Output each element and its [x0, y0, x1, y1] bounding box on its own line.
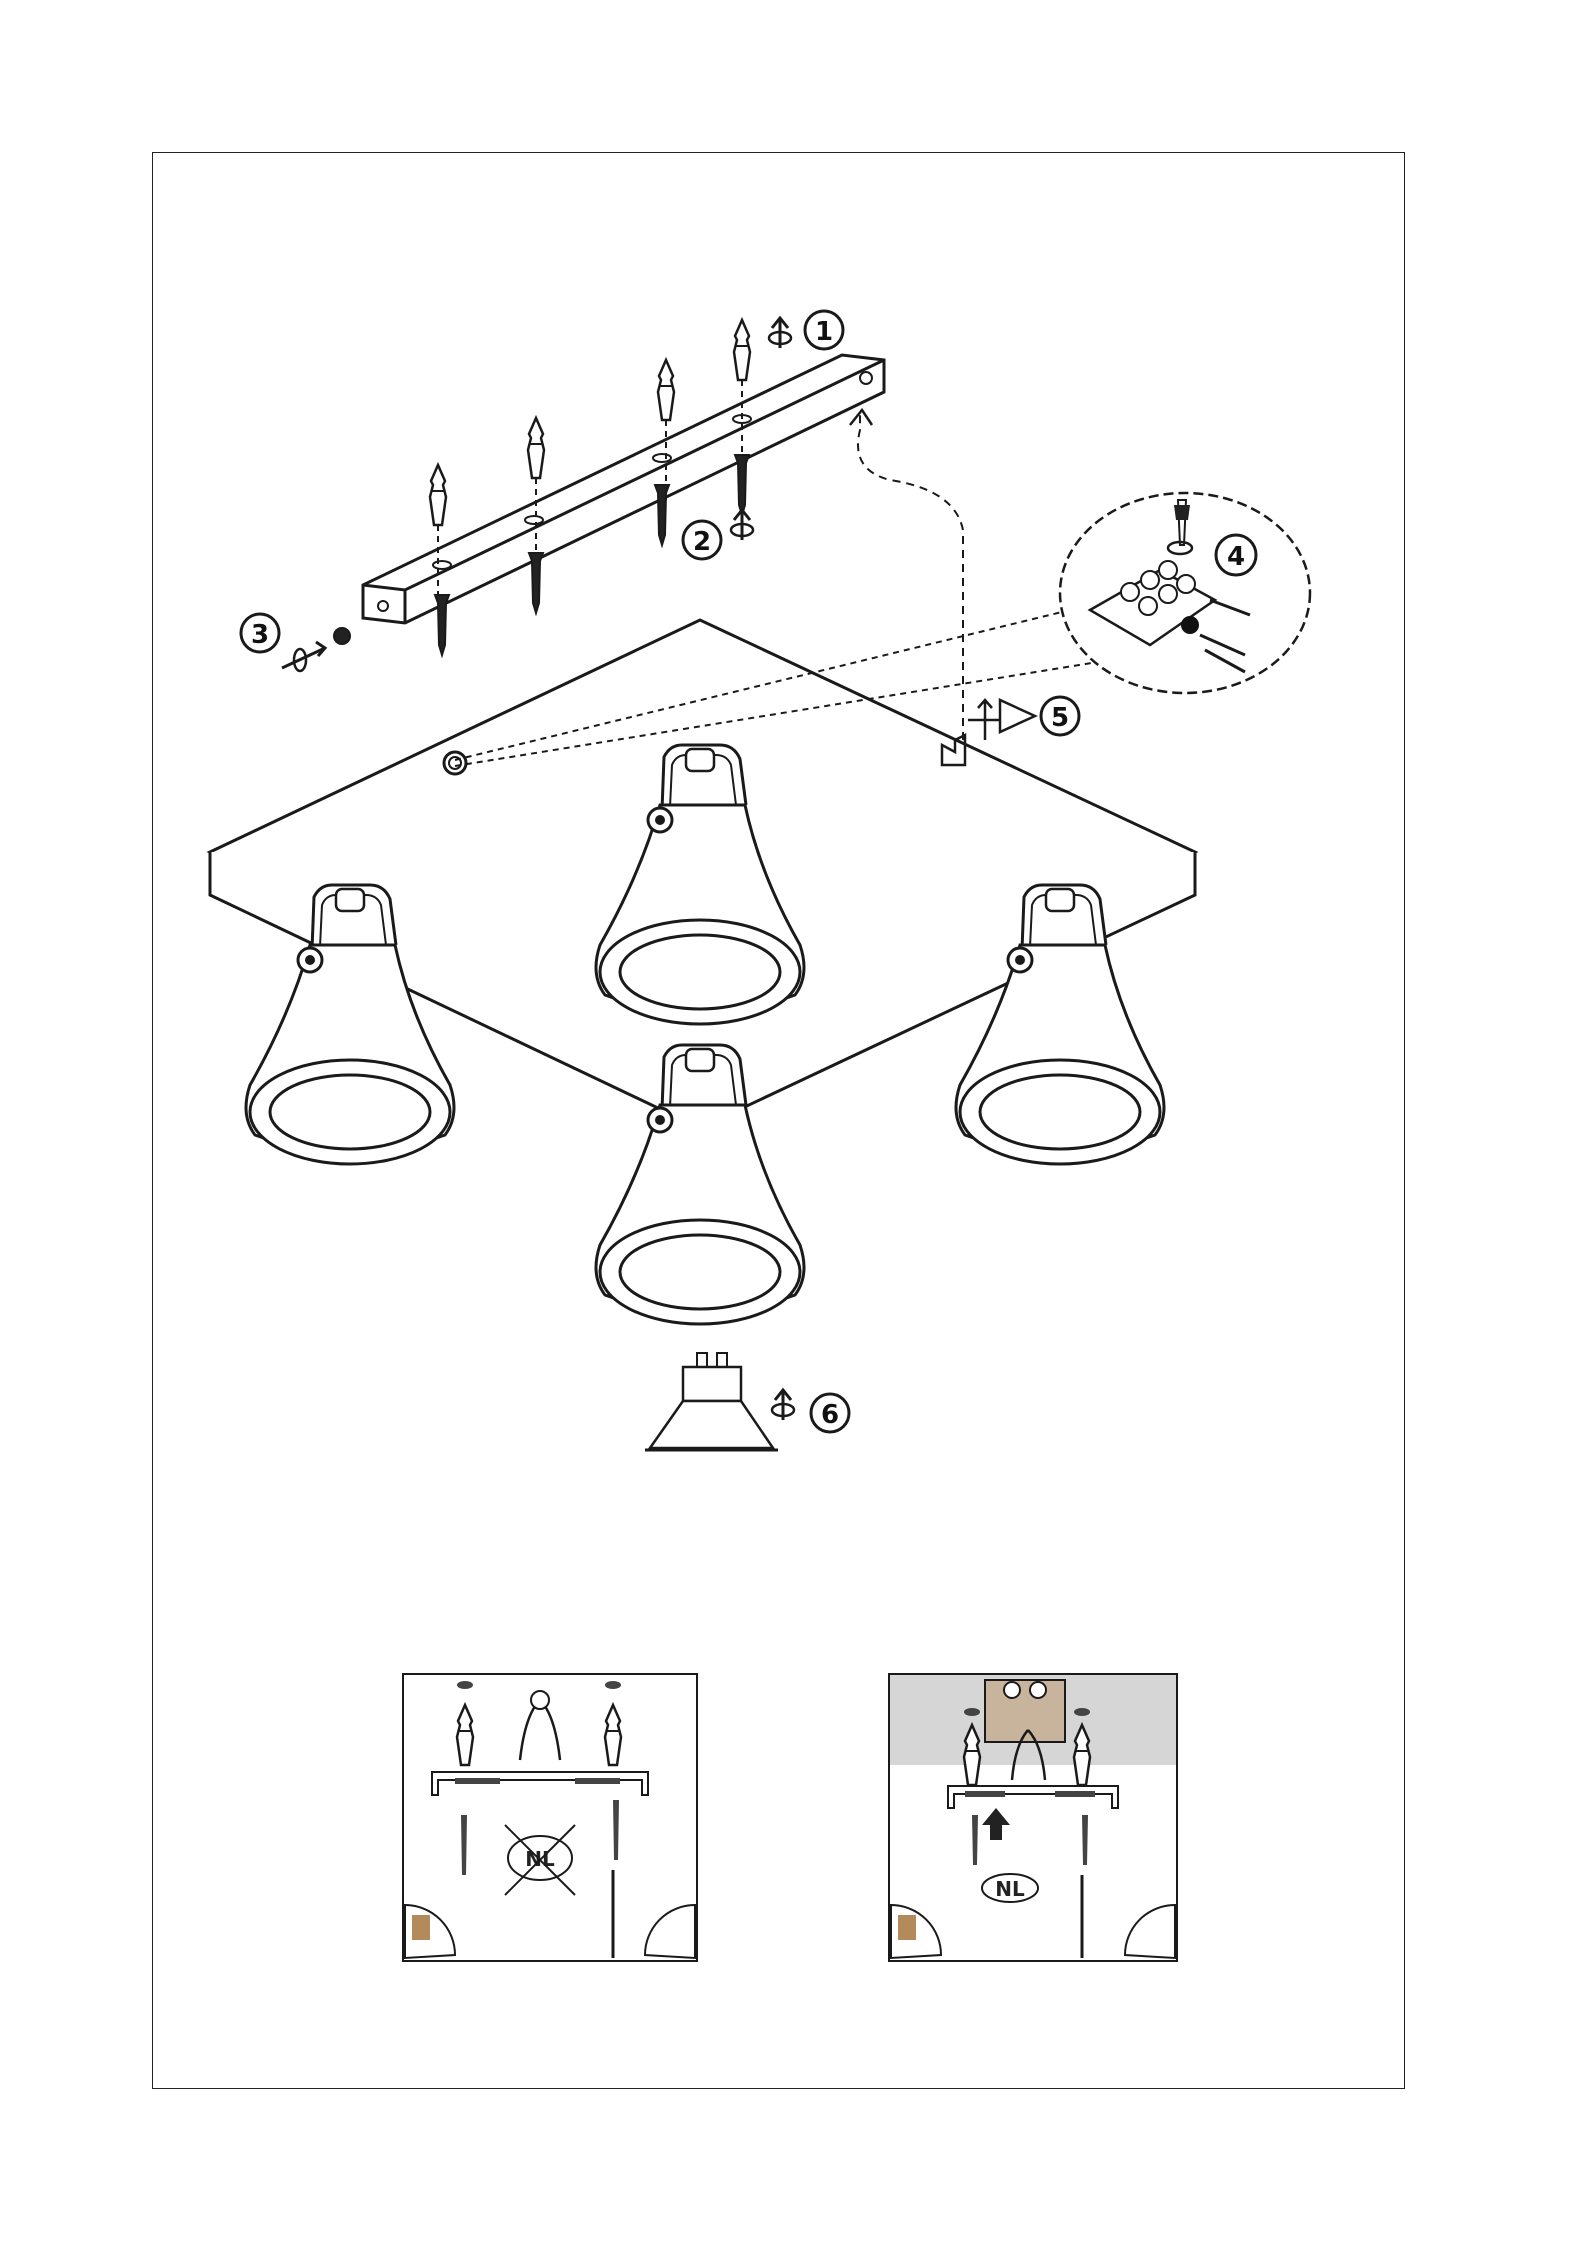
step-2-label: 2	[693, 527, 711, 557]
step-4-label: 4	[1227, 542, 1245, 572]
step-6-label: 6	[821, 1400, 839, 1430]
step-6-callout: 6	[772, 1390, 849, 1432]
wiring-detail-zoom: 4	[1060, 493, 1310, 693]
inset-right-nl-label: NL	[995, 1877, 1025, 1901]
step-3-label: 3	[251, 620, 269, 650]
gu10-bulb	[645, 1353, 778, 1450]
hook-route	[858, 410, 963, 740]
inset-incorrect-mounting: NL	[403, 1674, 697, 1961]
step-1-callout: 1	[769, 311, 843, 349]
inset-correct-mounting: NL	[889, 1674, 1177, 1961]
step-2-callout: 2	[683, 510, 753, 559]
step-5-callout: 5	[968, 697, 1079, 740]
step-5-label: 5	[1051, 703, 1069, 733]
step-3-callout: 3	[241, 614, 350, 671]
step-1-label: 1	[815, 317, 833, 347]
